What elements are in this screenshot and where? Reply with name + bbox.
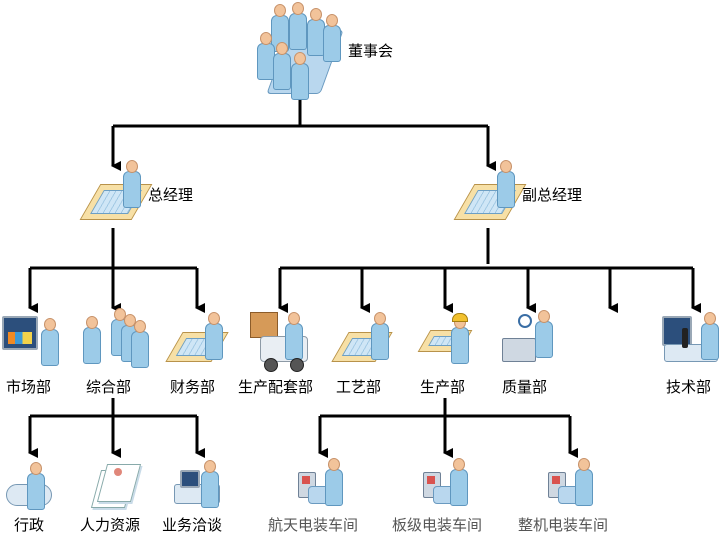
person-figure-icon — [449, 458, 468, 506]
node-board-level-label: 板级电装车间 — [392, 516, 483, 534]
person-figure-icon — [700, 312, 719, 360]
node-aero-label: 航天电装车间 — [268, 516, 359, 534]
person-figure-icon — [40, 318, 59, 366]
person-figure-icon — [130, 320, 149, 368]
node-general-label: 综合部 — [86, 378, 132, 396]
person-figure-icon — [496, 160, 515, 208]
person-figure-icon — [82, 316, 101, 364]
node-quality-label: 质量部 — [502, 378, 548, 396]
engineer-blueprint-icon — [410, 308, 480, 374]
person-figure-icon — [534, 310, 553, 358]
accountant-desk-icon — [164, 310, 230, 372]
microscope-lab-icon — [660, 310, 724, 372]
forklift-icon — [246, 308, 314, 374]
person-figure-icon — [26, 462, 45, 510]
node-market-label: 市场部 — [6, 378, 52, 396]
node-board-label: 董事会 — [348, 42, 394, 60]
staff-group-icon — [80, 306, 150, 374]
manager-desk-icon — [78, 158, 153, 230]
person-figure-icon — [272, 42, 291, 90]
person-figure-icon — [290, 52, 309, 100]
person-figure-icon — [200, 460, 219, 508]
person-figure-icon — [322, 14, 341, 62]
node-business-label: 业务洽谈 — [162, 516, 223, 534]
person-figure-icon — [288, 2, 307, 50]
node-admin-label: 行政 — [14, 516, 45, 534]
node-hr-label: 人力资源 — [80, 516, 141, 534]
person-figure-icon — [284, 312, 303, 360]
node-production-label: 生产部 — [420, 378, 466, 396]
meeting-group-icon — [248, 2, 348, 102]
person-figure-icon — [370, 312, 389, 360]
node-process-label: 工艺部 — [336, 378, 382, 396]
manager-desk-icon — [452, 158, 527, 230]
drafter-desk-icon — [330, 310, 394, 372]
presenter-screen-icon — [0, 310, 62, 372]
assembly-workshop-icon — [296, 456, 346, 512]
meeting-laptop-icon — [172, 458, 224, 514]
person-figure-icon — [574, 458, 593, 506]
node-finance-label: 财务部 — [170, 378, 216, 396]
person-figure-icon — [324, 458, 343, 506]
person-figure-icon — [204, 312, 223, 360]
node-complete-label: 整机电装车间 — [518, 516, 609, 534]
person-figure-icon — [306, 8, 325, 56]
node-supply-label: 生产配套部 — [238, 378, 314, 396]
assembly-workshop-icon — [546, 456, 596, 512]
resume-documents-icon — [90, 460, 142, 512]
receptionist-icon — [4, 458, 56, 514]
node-gm-label: 总经理 — [148, 186, 194, 204]
assembly-workshop-icon — [421, 456, 471, 512]
node-dgm-label: 副总经理 — [522, 186, 583, 204]
person-figure-icon — [450, 316, 469, 364]
inspector-icon — [496, 308, 558, 372]
node-tech-label: 技术部 — [666, 378, 712, 396]
person-figure-icon — [122, 160, 141, 208]
